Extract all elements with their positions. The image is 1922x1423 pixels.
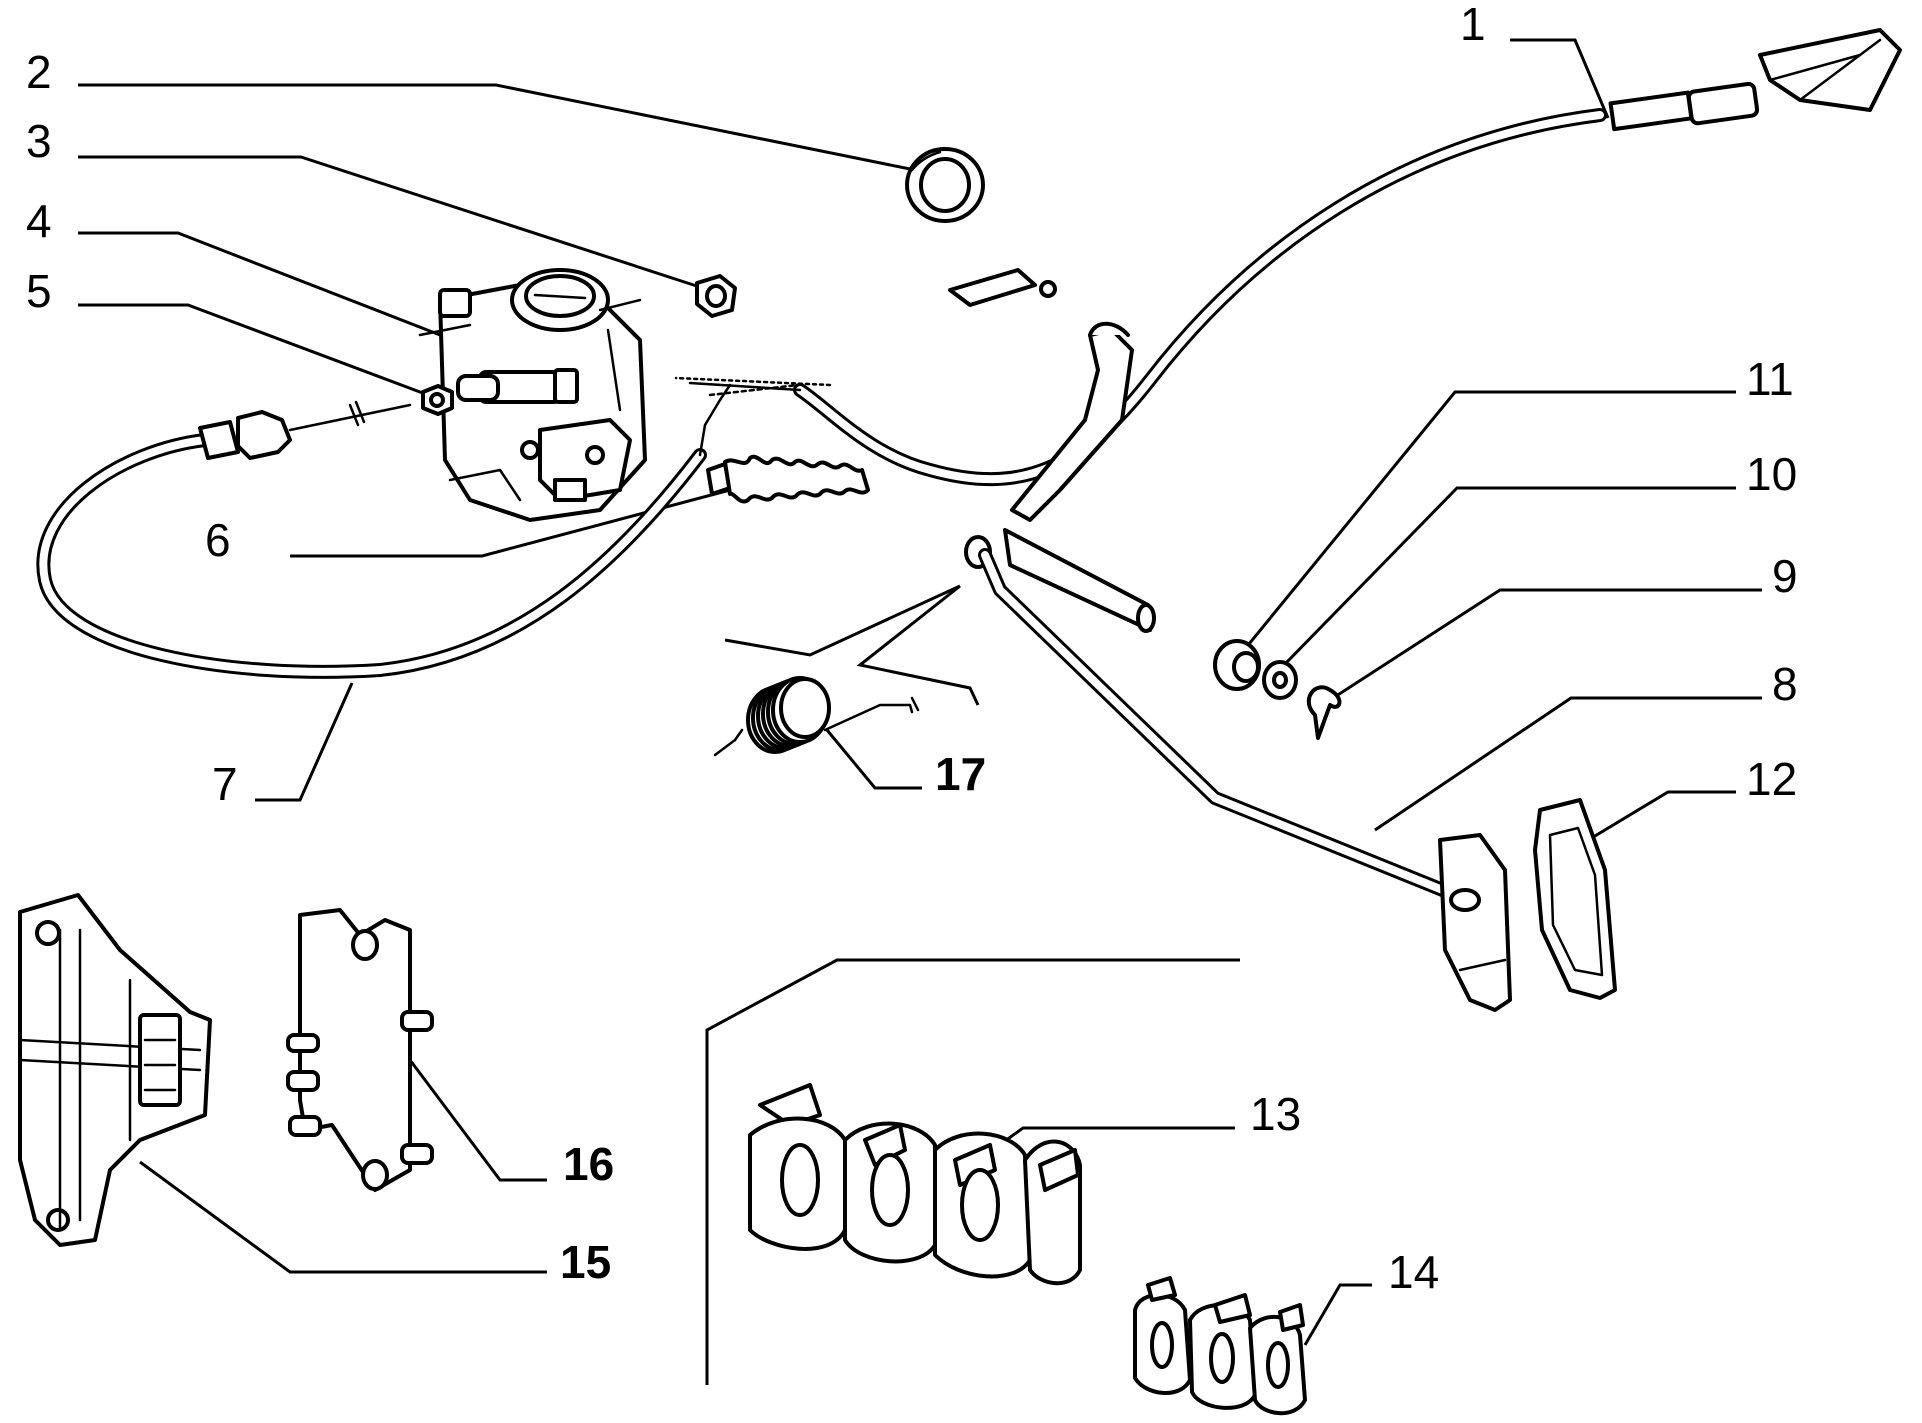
callout-12: 12: [1746, 753, 1797, 805]
callout-16: 16: [563, 1138, 614, 1190]
callout-1: 1: [1460, 0, 1486, 50]
cable-end-4: [456, 374, 500, 402]
washer-10: [1262, 660, 1298, 700]
callout-10: 10: [1746, 448, 1797, 500]
cover-15: [18, 893, 212, 1247]
leader-16: [408, 1059, 547, 1182]
callout-8: 8: [1772, 658, 1798, 710]
leader-clips-bracket: [705, 958, 1240, 1385]
leader-lines: [78, 38, 1762, 1385]
pedal-pad-12: [1533, 798, 1617, 1000]
leader-pivot: [724, 584, 961, 657]
callout-7: 7: [212, 758, 238, 810]
callout-3: 3: [26, 115, 52, 167]
leader-15: [139, 1160, 547, 1274]
accelerator-pedal-8: [978, 548, 1512, 1012]
leader-9: [1329, 588, 1762, 702]
bellows-6: [706, 454, 870, 504]
clip-9: [1306, 685, 1342, 740]
callout-13: 13: [1250, 1088, 1301, 1140]
leader-17: [825, 729, 922, 790]
callout-5: 5: [26, 265, 52, 317]
leader-pivot-b: [856, 584, 980, 706]
leader-1: [1510, 38, 1610, 119]
return-spring-17: [713, 676, 920, 757]
grommet-2: [905, 147, 985, 223]
leader-5: [78, 303, 437, 400]
callout-15: 15: [560, 1236, 611, 1288]
clip-bar-13: [748, 1083, 1082, 1286]
choke-cable-7: [36, 383, 800, 679]
callout-14: 14: [1388, 1246, 1439, 1298]
leader-12: [1579, 790, 1736, 847]
clip-14: [1133, 1276, 1307, 1416]
leader-2: [78, 83, 916, 172]
leader-11: [1238, 390, 1736, 656]
leader-10: [1283, 486, 1736, 666]
leader-14: [1303, 1283, 1372, 1346]
callout-17: 17: [935, 748, 986, 800]
plate-16: [286, 908, 434, 1192]
leader-4: [78, 231, 531, 372]
pedal-bracket: [964, 321, 1156, 633]
leader-8: [1374, 696, 1762, 832]
leader-7: [255, 682, 354, 802]
nut-3: [695, 274, 737, 318]
callout-4: 4: [26, 195, 52, 247]
bushing-11: [1213, 639, 1261, 691]
locknut-5: [421, 384, 454, 416]
callout-6: 6: [205, 514, 231, 566]
leader-3: [78, 155, 713, 293]
callout-9: 9: [1772, 550, 1798, 602]
callout-2: 2: [26, 46, 52, 98]
accelerator-cable-1: [674, 28, 1902, 487]
carburetor: [418, 268, 647, 522]
callout-11: 11: [1746, 353, 1794, 405]
